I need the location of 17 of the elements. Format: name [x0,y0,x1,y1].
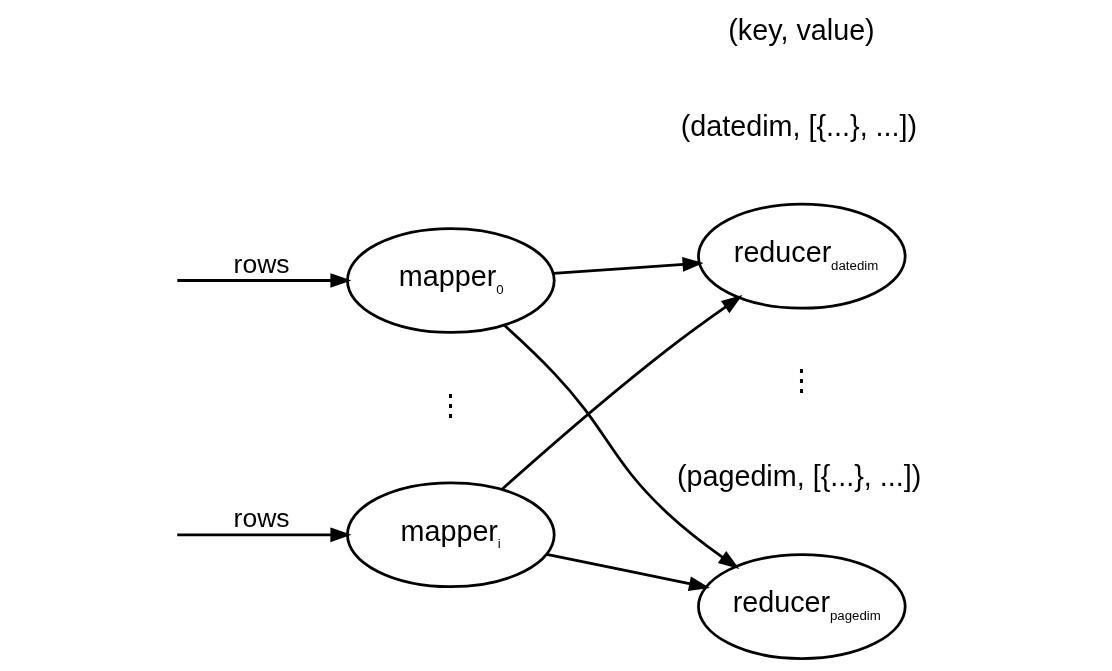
node-ellipse: mapper$_{i}$ [346,481,556,589]
node-ellipse: reducer$_{datedim}$ [697,202,907,310]
label: (datedim, [{...}, ...]) [680,110,918,143]
label: ⋮ [786,364,816,397]
arrow [177,273,352,288]
node-ellipse: reducer$_{pagedim}$ [697,553,907,660]
label: (pagedim, [{...}, ...]) [676,460,922,493]
arrow [546,552,710,591]
arrow [500,295,743,491]
edge-label: rows [233,248,290,279]
arrow [177,527,352,543]
arrow [503,324,740,569]
node-ellipse: mapper$_{0}$ [346,227,556,334]
label: (key, value) [728,13,875,46]
edge-label: rows [233,503,290,534]
label: ⋮ [435,388,465,421]
arrow [553,257,704,275]
